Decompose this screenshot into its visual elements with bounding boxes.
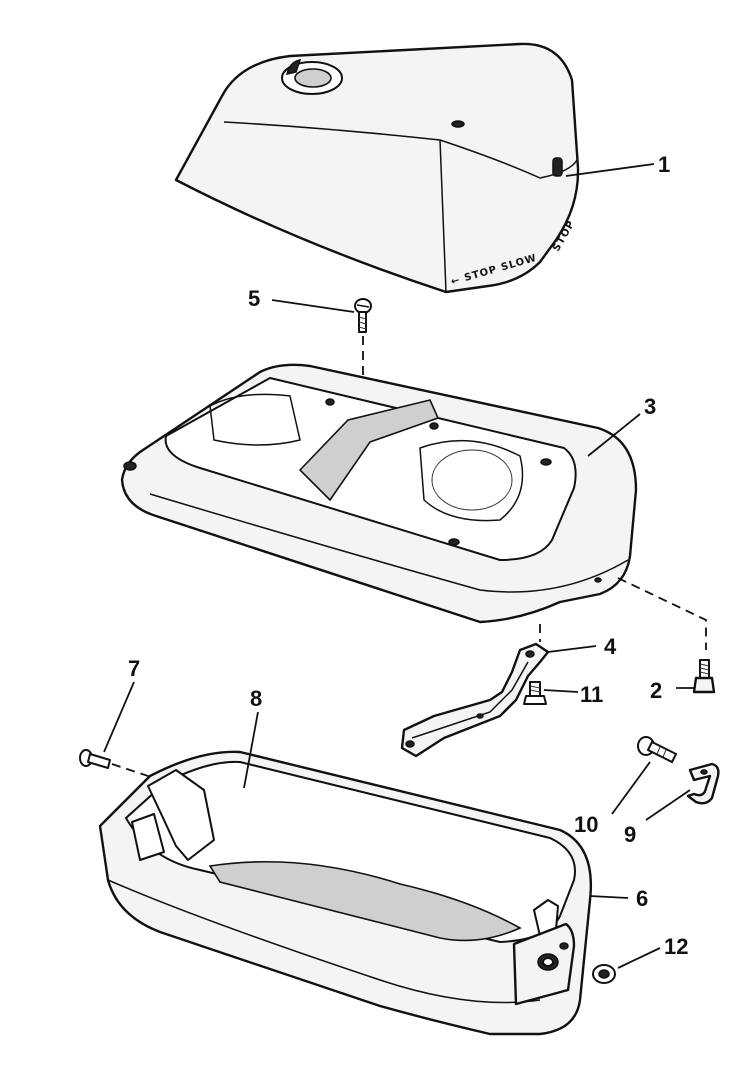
callout-5: 5 bbox=[248, 286, 260, 311]
leader-3 bbox=[587, 413, 641, 457]
pin-7 bbox=[79, 749, 111, 769]
bracket-4 bbox=[400, 642, 550, 758]
callout-9: 9 bbox=[624, 822, 636, 847]
top-cover: ← STOP SLOW STOP bbox=[174, 42, 580, 294]
callout-10: 10 bbox=[574, 812, 598, 837]
motor-cover-frame bbox=[120, 363, 638, 624]
leader-6 bbox=[589, 895, 629, 899]
callout-11: 11 bbox=[580, 682, 603, 707]
leader-4 bbox=[547, 645, 597, 653]
leader-1 bbox=[565, 163, 655, 177]
leader-12 bbox=[617, 947, 661, 969]
vent-hole bbox=[451, 120, 465, 128]
leader-8 bbox=[243, 711, 259, 789]
grommet-12 bbox=[592, 964, 616, 984]
screw-2 bbox=[692, 659, 716, 694]
bolt-10 bbox=[637, 736, 677, 763]
callout-4: 4 bbox=[604, 634, 617, 659]
leader-10 bbox=[611, 761, 651, 815]
leader-9 bbox=[645, 789, 691, 821]
callout-7: 7 bbox=[128, 656, 140, 681]
nut-11 bbox=[523, 681, 547, 705]
callout-2: 2 bbox=[650, 678, 662, 703]
callout-1: 1 bbox=[658, 152, 670, 177]
screw-5 bbox=[354, 298, 372, 333]
alignment-line-2 bbox=[617, 577, 707, 650]
callout-8: 8 bbox=[250, 686, 262, 711]
callout-12: 12 bbox=[664, 934, 688, 959]
callout-6: 6 bbox=[636, 886, 648, 911]
leader-11 bbox=[543, 689, 579, 693]
leader-7 bbox=[103, 681, 135, 753]
clip-9 bbox=[686, 762, 720, 805]
lower-pan bbox=[98, 750, 592, 1036]
leader-5 bbox=[271, 299, 355, 313]
latch-opening bbox=[552, 157, 563, 177]
callout-3: 3 bbox=[644, 394, 656, 419]
filler-cap bbox=[281, 59, 343, 95]
